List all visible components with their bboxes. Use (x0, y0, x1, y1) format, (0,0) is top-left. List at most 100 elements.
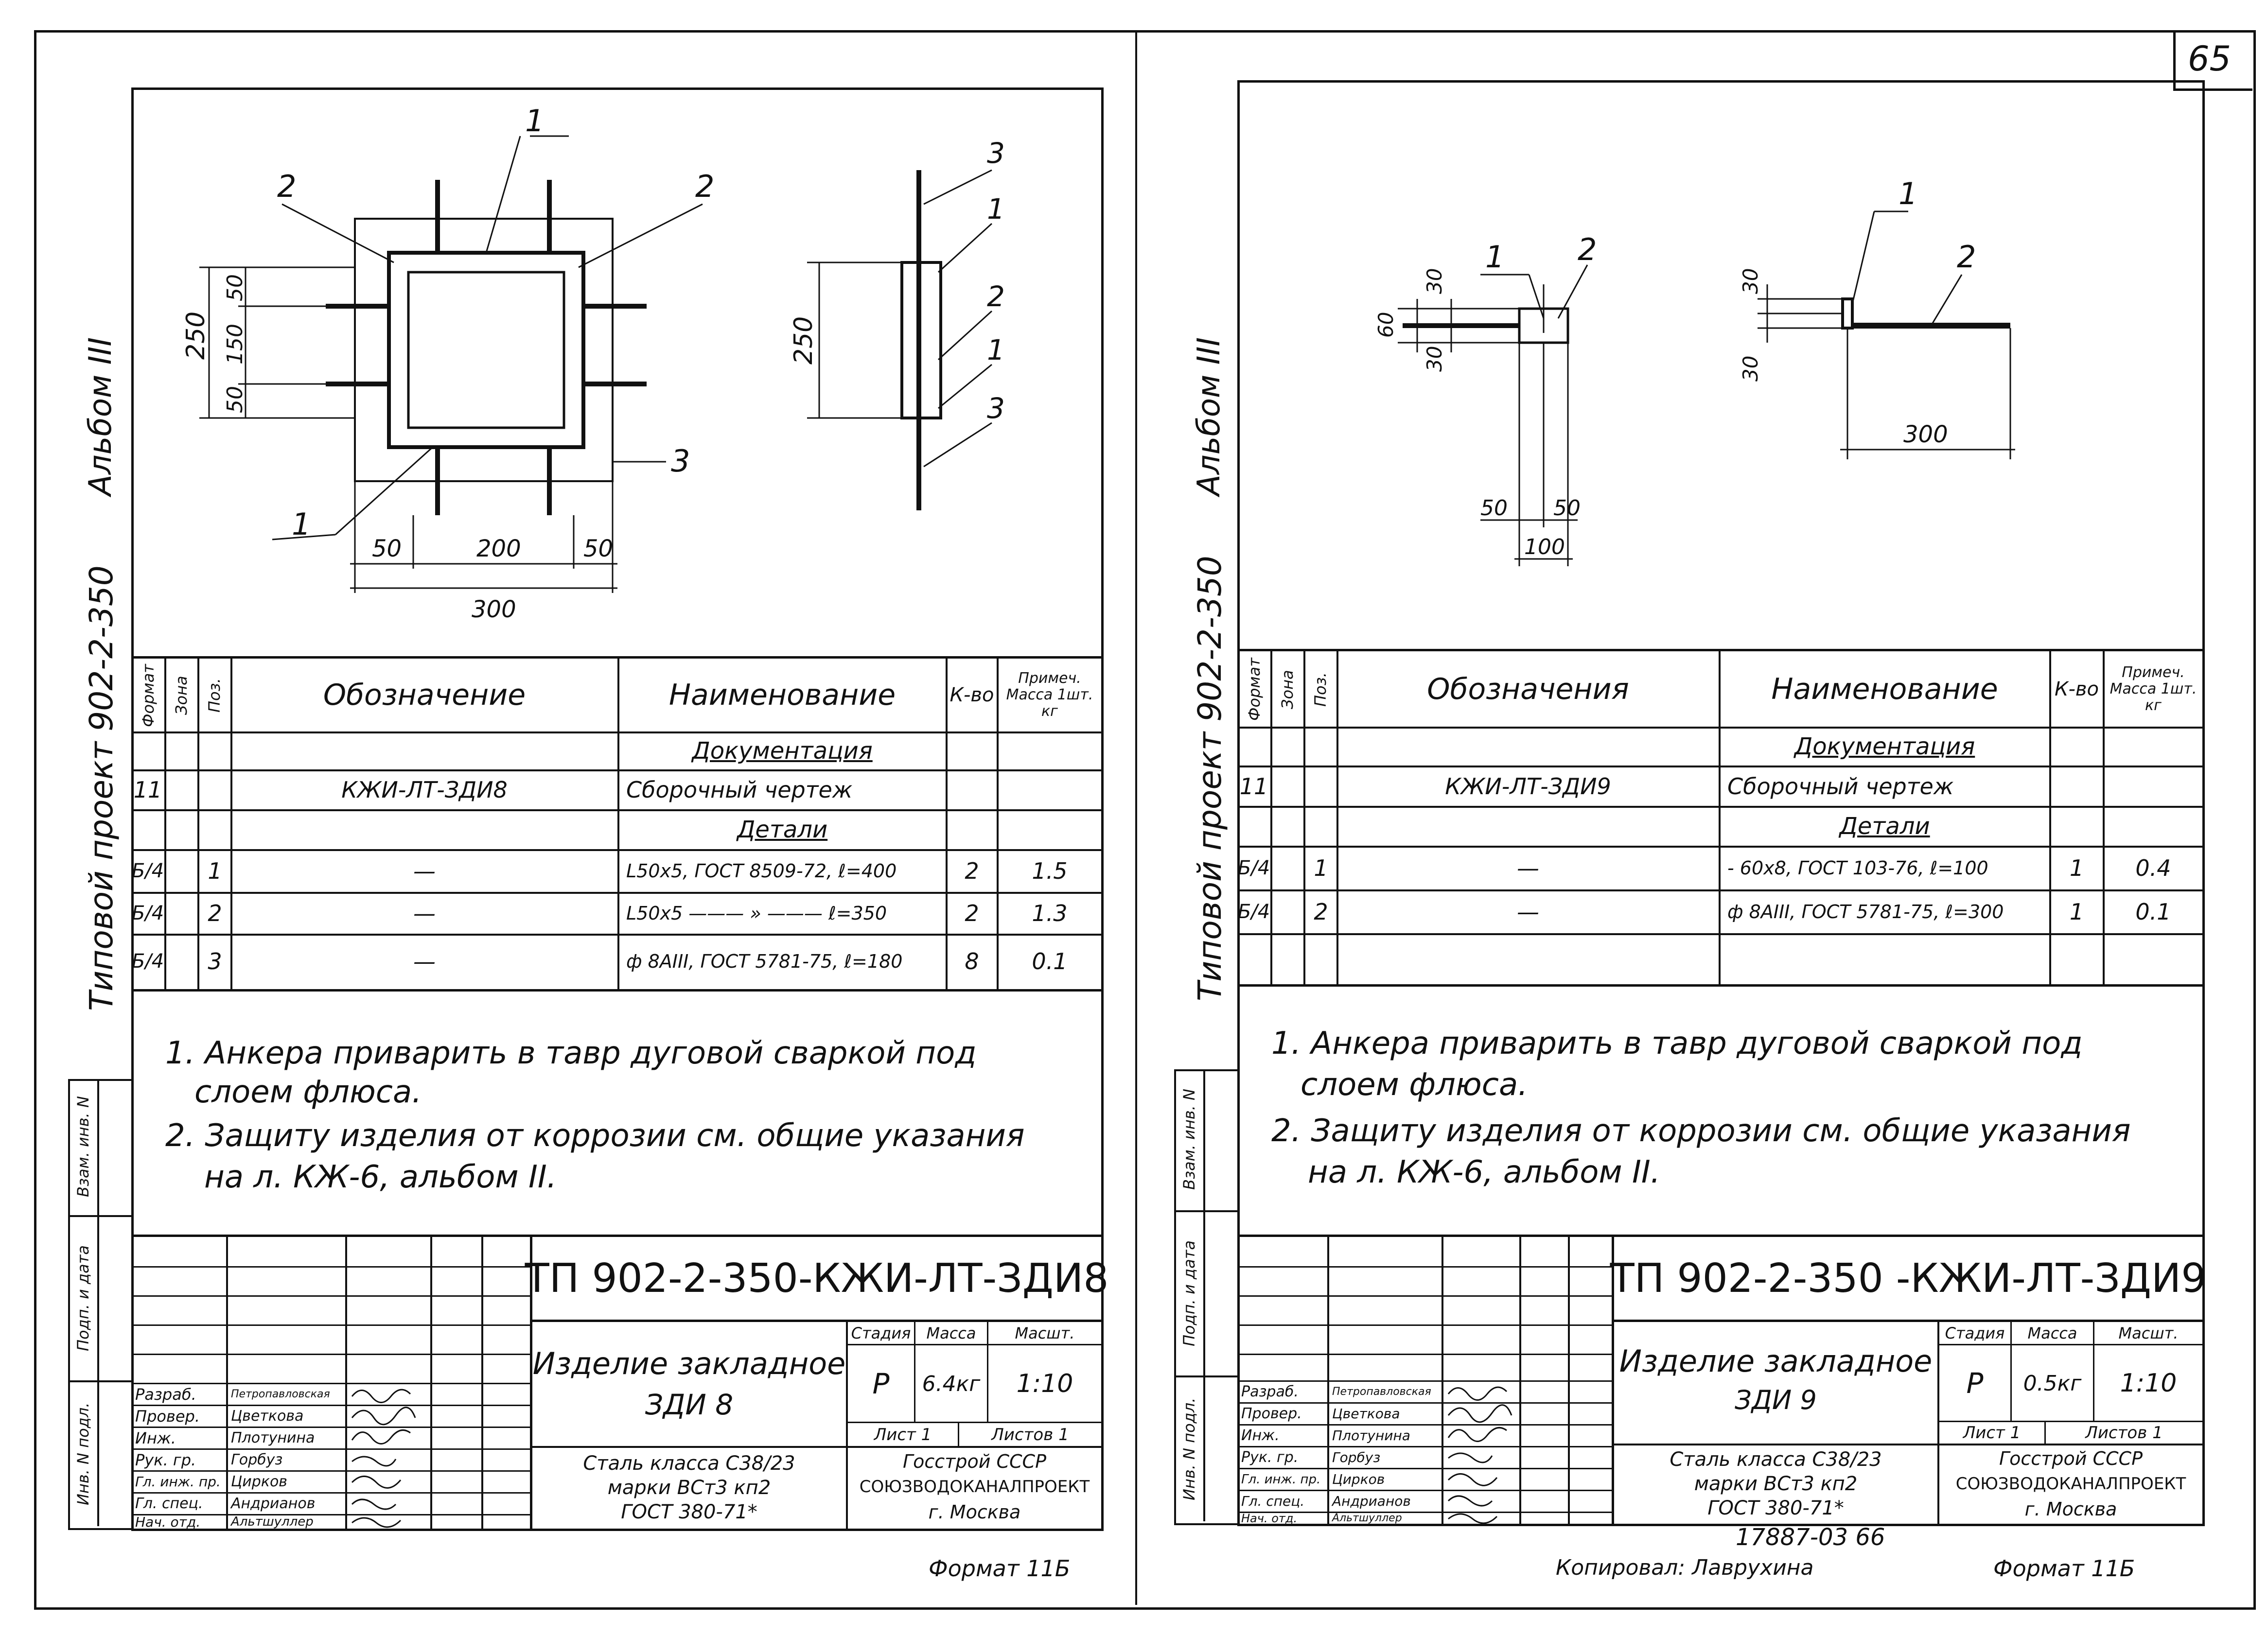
page-number-box (2173, 30, 2252, 91)
left-row5-designation: — (413, 948, 436, 975)
left-note-1: 1. Анкера приварить в тавр дуговой сварк… (165, 1035, 977, 1071)
right-name-2: Плотунина (1332, 1427, 1410, 1444)
right-steel-1: марки ВСт3 кп2 (1694, 1473, 1858, 1495)
left-row1-name: Сборочный чертеж (626, 777, 853, 803)
right-note-1b: слоем флюса. (1301, 1067, 1528, 1103)
left-steel-2: ГОСТ 380-71* (621, 1501, 757, 1523)
right-name-6: Альтшуллер (1332, 1512, 1402, 1524)
right-row3-format: Б/4 (1237, 857, 1270, 879)
left-side-label-1: Подп. и дата (74, 1245, 92, 1351)
left-scale-label: Масшт. (1015, 1323, 1075, 1342)
left-note-1b: слоем флюса. (194, 1074, 422, 1110)
callout-1-bottom: 1 (292, 506, 311, 542)
left-item-name: Изделие закладное (532, 1345, 846, 1381)
left-row4-note: 1.3 (1032, 900, 1068, 926)
left-row5-format: Б/4 (131, 950, 164, 973)
left-org-1: СОЮЗВОДОКАНАЛПРОЕКТ (859, 1477, 1090, 1497)
left-hdr-designation: Обозначение (323, 678, 526, 712)
left-steel-1: марки ВСт3 кп2 (607, 1477, 771, 1499)
right-name-3: Горбуз (1332, 1449, 1381, 1465)
right-row0-name: Документация (1794, 733, 1975, 760)
left-row1-format: 11 (133, 777, 162, 803)
right-spec-table: Формат Зона Поз. Обозначения Наименовани… (1237, 649, 2202, 987)
right-row2-name: Детали (1839, 813, 1930, 840)
right-side-label-1: Подп. и дата (1180, 1240, 1198, 1346)
left-signatures (351, 1389, 416, 1528)
left-drawing: 1 2 2 3 1 3 1 2 1 3 250 50 150 50 50 200… (181, 103, 1005, 623)
left-steel-0: Сталь класса С38/23 (583, 1452, 795, 1475)
left-role-3: Рук. гр. (135, 1450, 196, 1469)
right-copied-by: Копировал: Лаврухина (1556, 1555, 1814, 1580)
dim-50a: 50 (223, 274, 247, 301)
right-dim-30c: 30 (1739, 268, 1762, 294)
left-mass-label: Масса (926, 1323, 976, 1342)
right-format: Формат 11Б (1993, 1555, 2135, 1582)
right-stage-label: Стадия (1945, 1323, 2005, 1342)
left-note-2b: на л. КЖ-6, альбом II. (204, 1159, 557, 1195)
page-border (34, 30, 2256, 1610)
left-album-label: Альбом III (83, 337, 119, 496)
callout-2-right: 2 (695, 169, 714, 204)
left-row5-qty: 8 (965, 948, 979, 975)
right-side-strip (1174, 1069, 1239, 1525)
callout-2-side: 2 (987, 280, 1005, 313)
left-row0-name: Документация (692, 737, 873, 765)
left-hdr-note: Примеч. Масса 1шт. кг (1006, 670, 1093, 720)
left-name-1: Цветкова (231, 1408, 304, 1425)
left-hdr-format: Формат (139, 664, 158, 727)
left-row3-format: Б/4 (131, 860, 164, 882)
right-drawing: 1 2 1 2 60 30 30 50 50 100 30 30 300 (1374, 176, 2015, 566)
left-org-0: Госстрой СССР (902, 1451, 1046, 1472)
left-format: Формат 11Б (929, 1555, 1071, 1582)
right-hdr-pos: Поз. (1311, 672, 1330, 707)
right-stage: Р (1966, 1367, 1984, 1400)
callout-2-left: 2 (277, 169, 296, 204)
left-row3-name: L50x5, ГОСТ 8509-72, ℓ=400 (626, 860, 897, 882)
left-spec-table: Формат Зона Поз. Обозначение Наименовани… (131, 656, 1101, 992)
dim-50b: 50 (223, 386, 247, 413)
right-album-label: Альбом III (1191, 337, 1227, 496)
right-sheet-frame (1237, 80, 2205, 1526)
right-sheets-count: Листов 1 (2085, 1423, 2163, 1443)
right-hdr-note: Примеч. Масса 1шт. кг (2110, 663, 2197, 714)
right-org-0: Госстрой СССР (1999, 1448, 2143, 1469)
callout-3-side-top: 3 (987, 137, 1005, 170)
right-inventory-number: 17887-03 66 (1736, 1524, 1885, 1551)
right-note-2b: на л. КЖ-6, альбом II. (1308, 1154, 1661, 1190)
right-callout-1-side: 1 (1899, 176, 1917, 211)
dim-50c: 50 (372, 535, 402, 562)
right-dim-30d: 30 (1739, 356, 1762, 382)
right-callout-2-side: 2 (1957, 239, 1976, 275)
dim-300: 300 (472, 596, 516, 623)
right-side-label-0: Взам. инв. N (1180, 1089, 1198, 1190)
left-name-5: Андрианов (231, 1495, 316, 1512)
left-role-0: Разраб. (135, 1385, 196, 1404)
right-hdr-name: Наименование (1771, 672, 1998, 706)
right-hdr-format: Формат (1245, 658, 1264, 721)
left-title-block: Разраб. Провер. Инж. Рук. гр. Гл. инж. п… (131, 1235, 1108, 1530)
right-row4-pos: 2 (1314, 899, 1328, 925)
left-row2-name: Детали (737, 816, 828, 843)
left-role-4: Гл. инж. пр. (135, 1474, 221, 1490)
left-hdr-qty: К-во (949, 684, 994, 706)
right-steel-2: ГОСТ 380-71* (1707, 1497, 1844, 1519)
right-dim-50a: 50 (1480, 496, 1508, 521)
right-note-1: 1. Анкера приварить в тавр дуговой сварк… (1271, 1026, 2083, 1062)
left-row4-designation: — (413, 900, 436, 926)
callout-3-plate: 3 (671, 443, 690, 479)
left-org-2: г. Москва (928, 1501, 1021, 1523)
callout-1-side-b: 1 (987, 333, 1005, 366)
right-dim-50b: 50 (1553, 496, 1581, 521)
right-scale: 1:10 (2120, 1369, 2177, 1398)
right-row4-designation: — (1517, 899, 1539, 925)
right-project-label: Типовой проект 902-2-350 (1191, 556, 1229, 1001)
callout-1-top: 1 (525, 103, 544, 139)
dim-150: 150 (223, 324, 247, 365)
left-stage-label: Стадия (851, 1323, 911, 1342)
left-row3-note: 1.5 (1032, 858, 1068, 884)
left-scale: 1:10 (1016, 1369, 1073, 1398)
right-role-0: Разраб. (1241, 1383, 1299, 1400)
left-stage: Р (872, 1367, 890, 1400)
left-row3-pos: 1 (208, 858, 222, 884)
right-item-name: Изделие закладное (1619, 1343, 1933, 1379)
